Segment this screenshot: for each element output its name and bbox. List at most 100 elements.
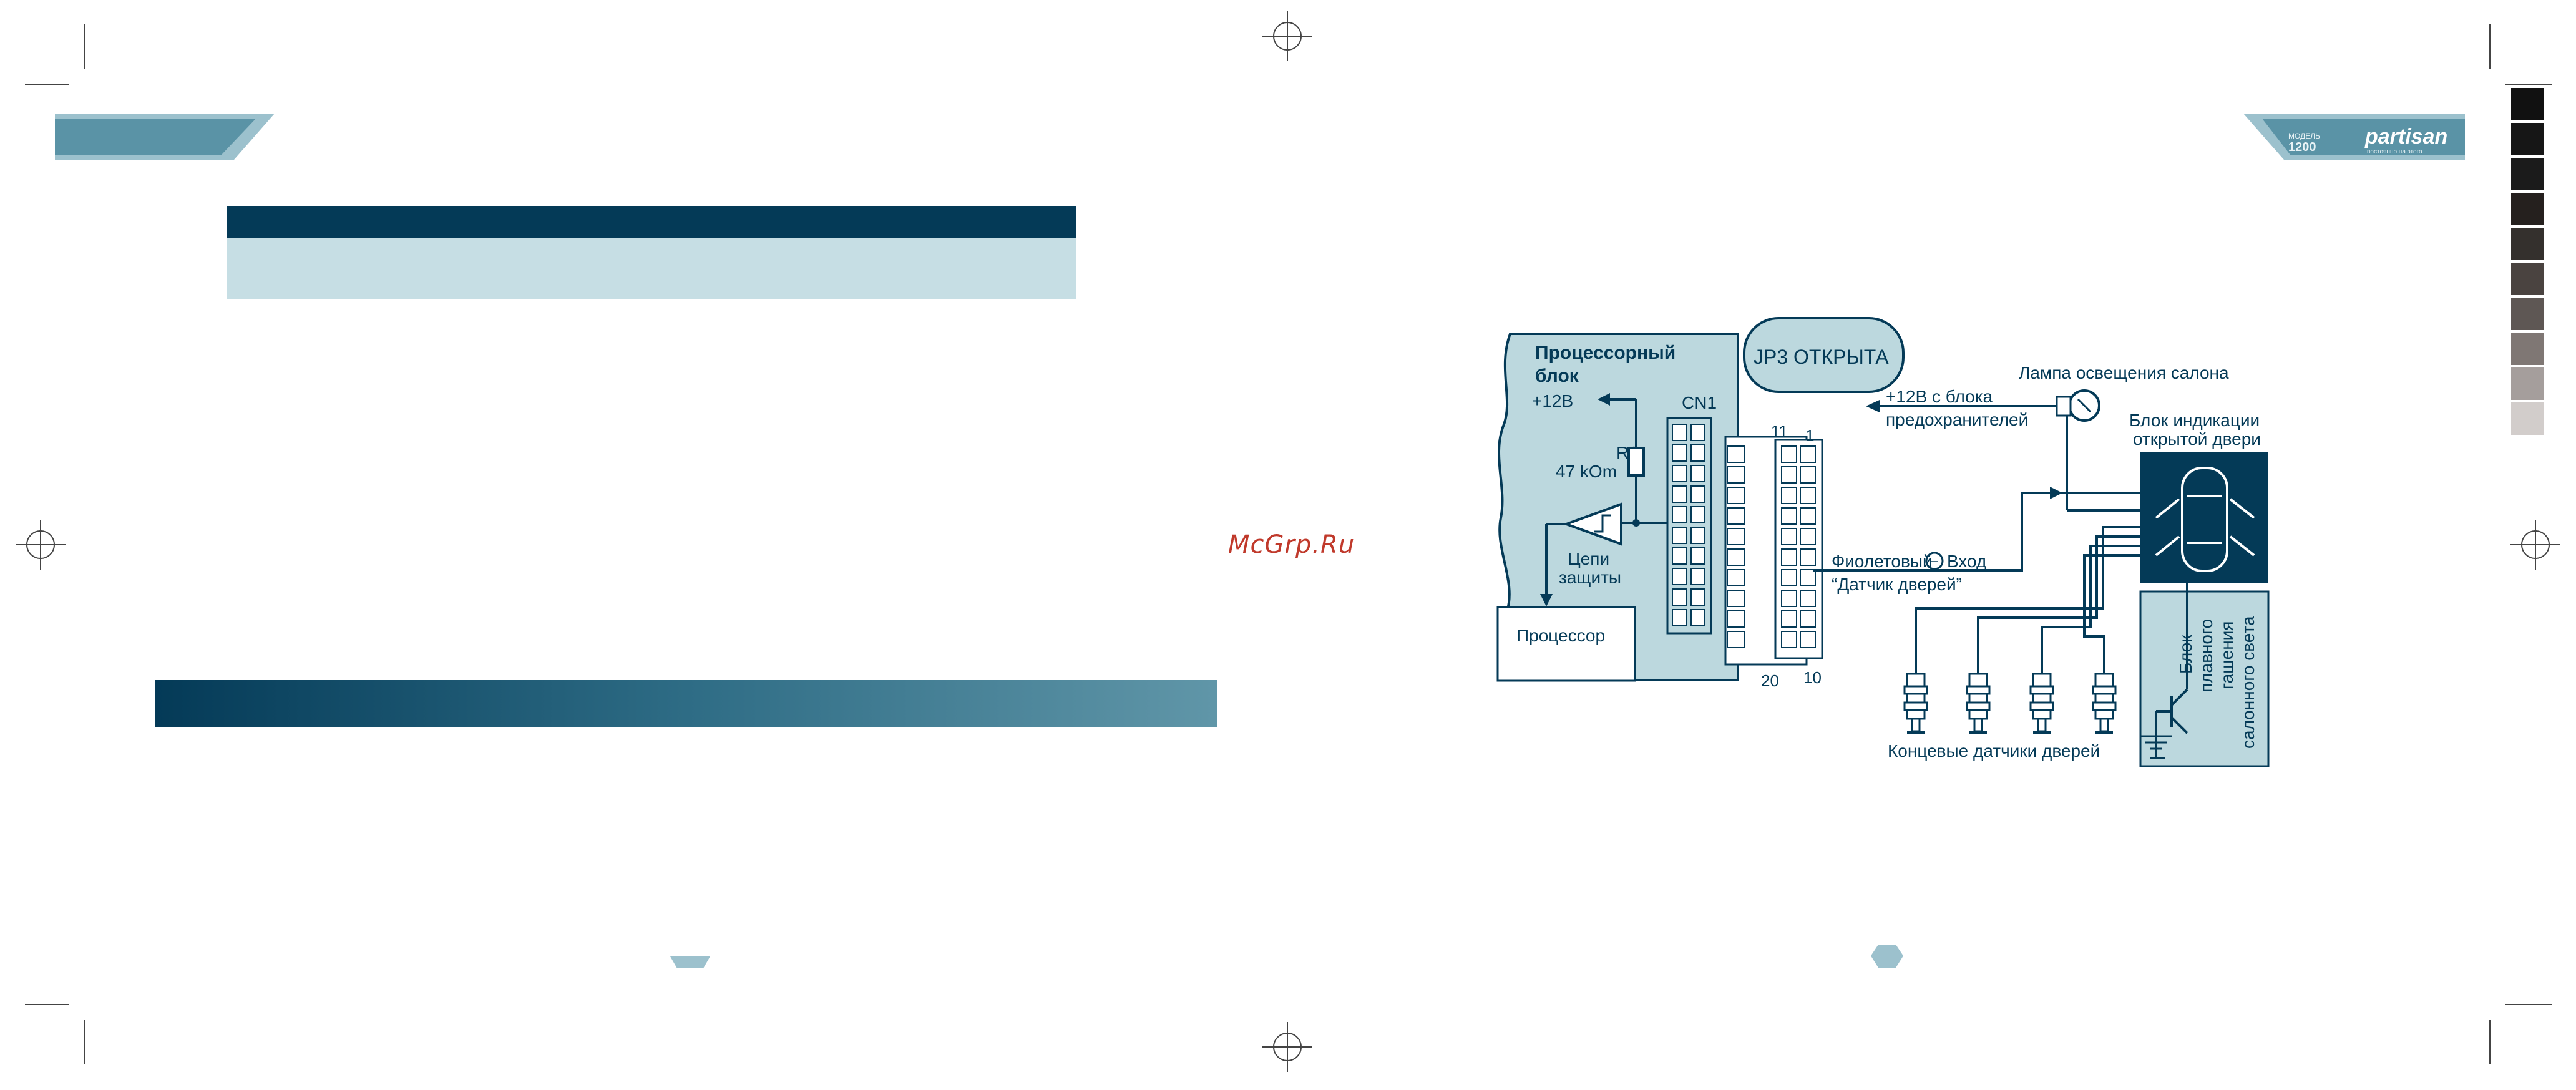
model-number: 1200 bbox=[2288, 140, 2316, 154]
plug-pin bbox=[1800, 548, 1816, 566]
connector-pin bbox=[1690, 506, 1705, 523]
car-open-door-icon bbox=[2155, 467, 2255, 572]
page-number-badge-right bbox=[1871, 945, 1903, 968]
title-bar-dark bbox=[227, 206, 1076, 238]
dimmer-label-3: гашения bbox=[2217, 621, 2237, 689]
connector-pin bbox=[1690, 465, 1705, 482]
plug-pin bbox=[1800, 466, 1816, 484]
plug-pin bbox=[1727, 507, 1745, 525]
swatch bbox=[2510, 366, 2545, 401]
connector-pin bbox=[1690, 444, 1705, 462]
connector-pin bbox=[1690, 609, 1705, 626]
plug-pin bbox=[1727, 528, 1745, 545]
jp3-badge bbox=[1743, 317, 1905, 393]
pin-11: 11 bbox=[1771, 422, 1788, 440]
plug-pin bbox=[1727, 445, 1745, 463]
connector-pin bbox=[1672, 485, 1687, 503]
door-sensor bbox=[2092, 673, 2117, 734]
section-bar bbox=[155, 680, 1217, 727]
pin-1: 1 bbox=[1805, 426, 1814, 445]
input-label: Вход bbox=[1947, 552, 1986, 571]
plus12-fuse-label: +12В с блока bbox=[1886, 387, 1993, 406]
end-sensors-label: Концевые датчики дверей bbox=[1888, 741, 2100, 761]
plug-pin bbox=[1800, 590, 1816, 607]
plus12-label: +12В bbox=[1532, 391, 1573, 411]
plug-pin bbox=[1727, 631, 1745, 648]
connector-pin bbox=[1672, 609, 1687, 626]
dimmer-label-2: плавного bbox=[2197, 619, 2216, 693]
plug-pin bbox=[1727, 466, 1745, 484]
connector-pin bbox=[1672, 588, 1687, 606]
connector-cn1 bbox=[1666, 417, 1823, 666]
plug-pin bbox=[1781, 590, 1797, 607]
dimmer-label: Блок bbox=[2176, 635, 2195, 674]
color-calibration-bar bbox=[2510, 87, 2545, 436]
connector-pin bbox=[1690, 547, 1705, 565]
swatch bbox=[2510, 192, 2545, 226]
plug-pin bbox=[1727, 487, 1745, 504]
plug-pin bbox=[1800, 487, 1816, 504]
connector-pin bbox=[1672, 568, 1687, 585]
wiring-diagram: Процессорный блок +12В CN1 R2 47 kOm Цеп… bbox=[1496, 317, 2270, 767]
plug-pin bbox=[1727, 590, 1745, 607]
swatch bbox=[2510, 87, 2545, 122]
protection-label-2: защиты bbox=[1559, 568, 1621, 587]
swatch bbox=[2510, 331, 2545, 366]
pin-20: 20 bbox=[1761, 671, 1779, 690]
plug-pin bbox=[1727, 548, 1745, 566]
connector-pin bbox=[1690, 568, 1705, 585]
jp3-label: JP3 ОТКРЫТА bbox=[1754, 346, 1889, 368]
processor-block-title: Процессорный bbox=[1535, 343, 1676, 363]
plug-pin bbox=[1781, 631, 1797, 648]
processor-box bbox=[1496, 606, 1636, 682]
connector-pin bbox=[1690, 424, 1705, 441]
plug-pin bbox=[1800, 610, 1816, 628]
door-indication-block bbox=[2140, 452, 2268, 583]
swatch bbox=[2510, 226, 2545, 261]
lamp-label: Лампа освещения салона bbox=[2019, 363, 2229, 382]
transistor bbox=[2150, 583, 2188, 759]
page-number-badge-left bbox=[670, 956, 710, 968]
plug-pin bbox=[1800, 631, 1816, 648]
connector-pin bbox=[1672, 424, 1687, 441]
door-sensor bbox=[1966, 673, 1991, 734]
swatch bbox=[2510, 296, 2545, 331]
plug-pin bbox=[1781, 569, 1797, 586]
door-end-sensors bbox=[1903, 673, 2117, 734]
door-sensor bbox=[1903, 673, 1928, 734]
plug-pin bbox=[1800, 507, 1816, 525]
right-header-tab bbox=[2262, 119, 2465, 155]
connector-pin bbox=[1672, 506, 1687, 523]
connector-pin bbox=[1672, 465, 1687, 482]
left-header-tab bbox=[55, 119, 256, 155]
plug-pin bbox=[1781, 610, 1797, 628]
plug-pin bbox=[1781, 507, 1797, 525]
cn1-label: CN1 bbox=[1682, 393, 1717, 412]
door-sensor-label: “Датчик дверей” bbox=[1832, 575, 1962, 594]
crop-marks bbox=[25, 24, 2552, 1064]
title-bar-light bbox=[227, 238, 1076, 299]
plug-pin bbox=[1800, 528, 1816, 545]
logo-tagline: постоянно на этого bbox=[2367, 148, 2422, 155]
plug-pin bbox=[1781, 466, 1797, 484]
swatch bbox=[2510, 157, 2545, 192]
connector-pin bbox=[1672, 444, 1687, 462]
connector-pin bbox=[1672, 547, 1687, 565]
connector-pin bbox=[1690, 527, 1705, 544]
minus-sign: − bbox=[1930, 553, 1939, 570]
registration-marks bbox=[16, 11, 2560, 1072]
connector-pin bbox=[1690, 485, 1705, 503]
swatch bbox=[2510, 122, 2545, 157]
swatch bbox=[2510, 401, 2545, 436]
protection-label: Цепи bbox=[1568, 549, 1609, 568]
connector-pin bbox=[1672, 527, 1687, 544]
violet-wire-label: Фиолетовый bbox=[1832, 552, 1933, 571]
swatch bbox=[2510, 261, 2545, 296]
door-sensor bbox=[2029, 673, 2054, 734]
plug-pin bbox=[1800, 445, 1816, 463]
door-block-label: Блок индикации bbox=[2129, 411, 2260, 430]
r2-value: 47 kOm bbox=[1556, 462, 1617, 481]
plug-pin bbox=[1781, 445, 1797, 463]
comparator bbox=[1563, 502, 1622, 546]
model-label: МОДЕЛЬ bbox=[2288, 132, 2320, 140]
